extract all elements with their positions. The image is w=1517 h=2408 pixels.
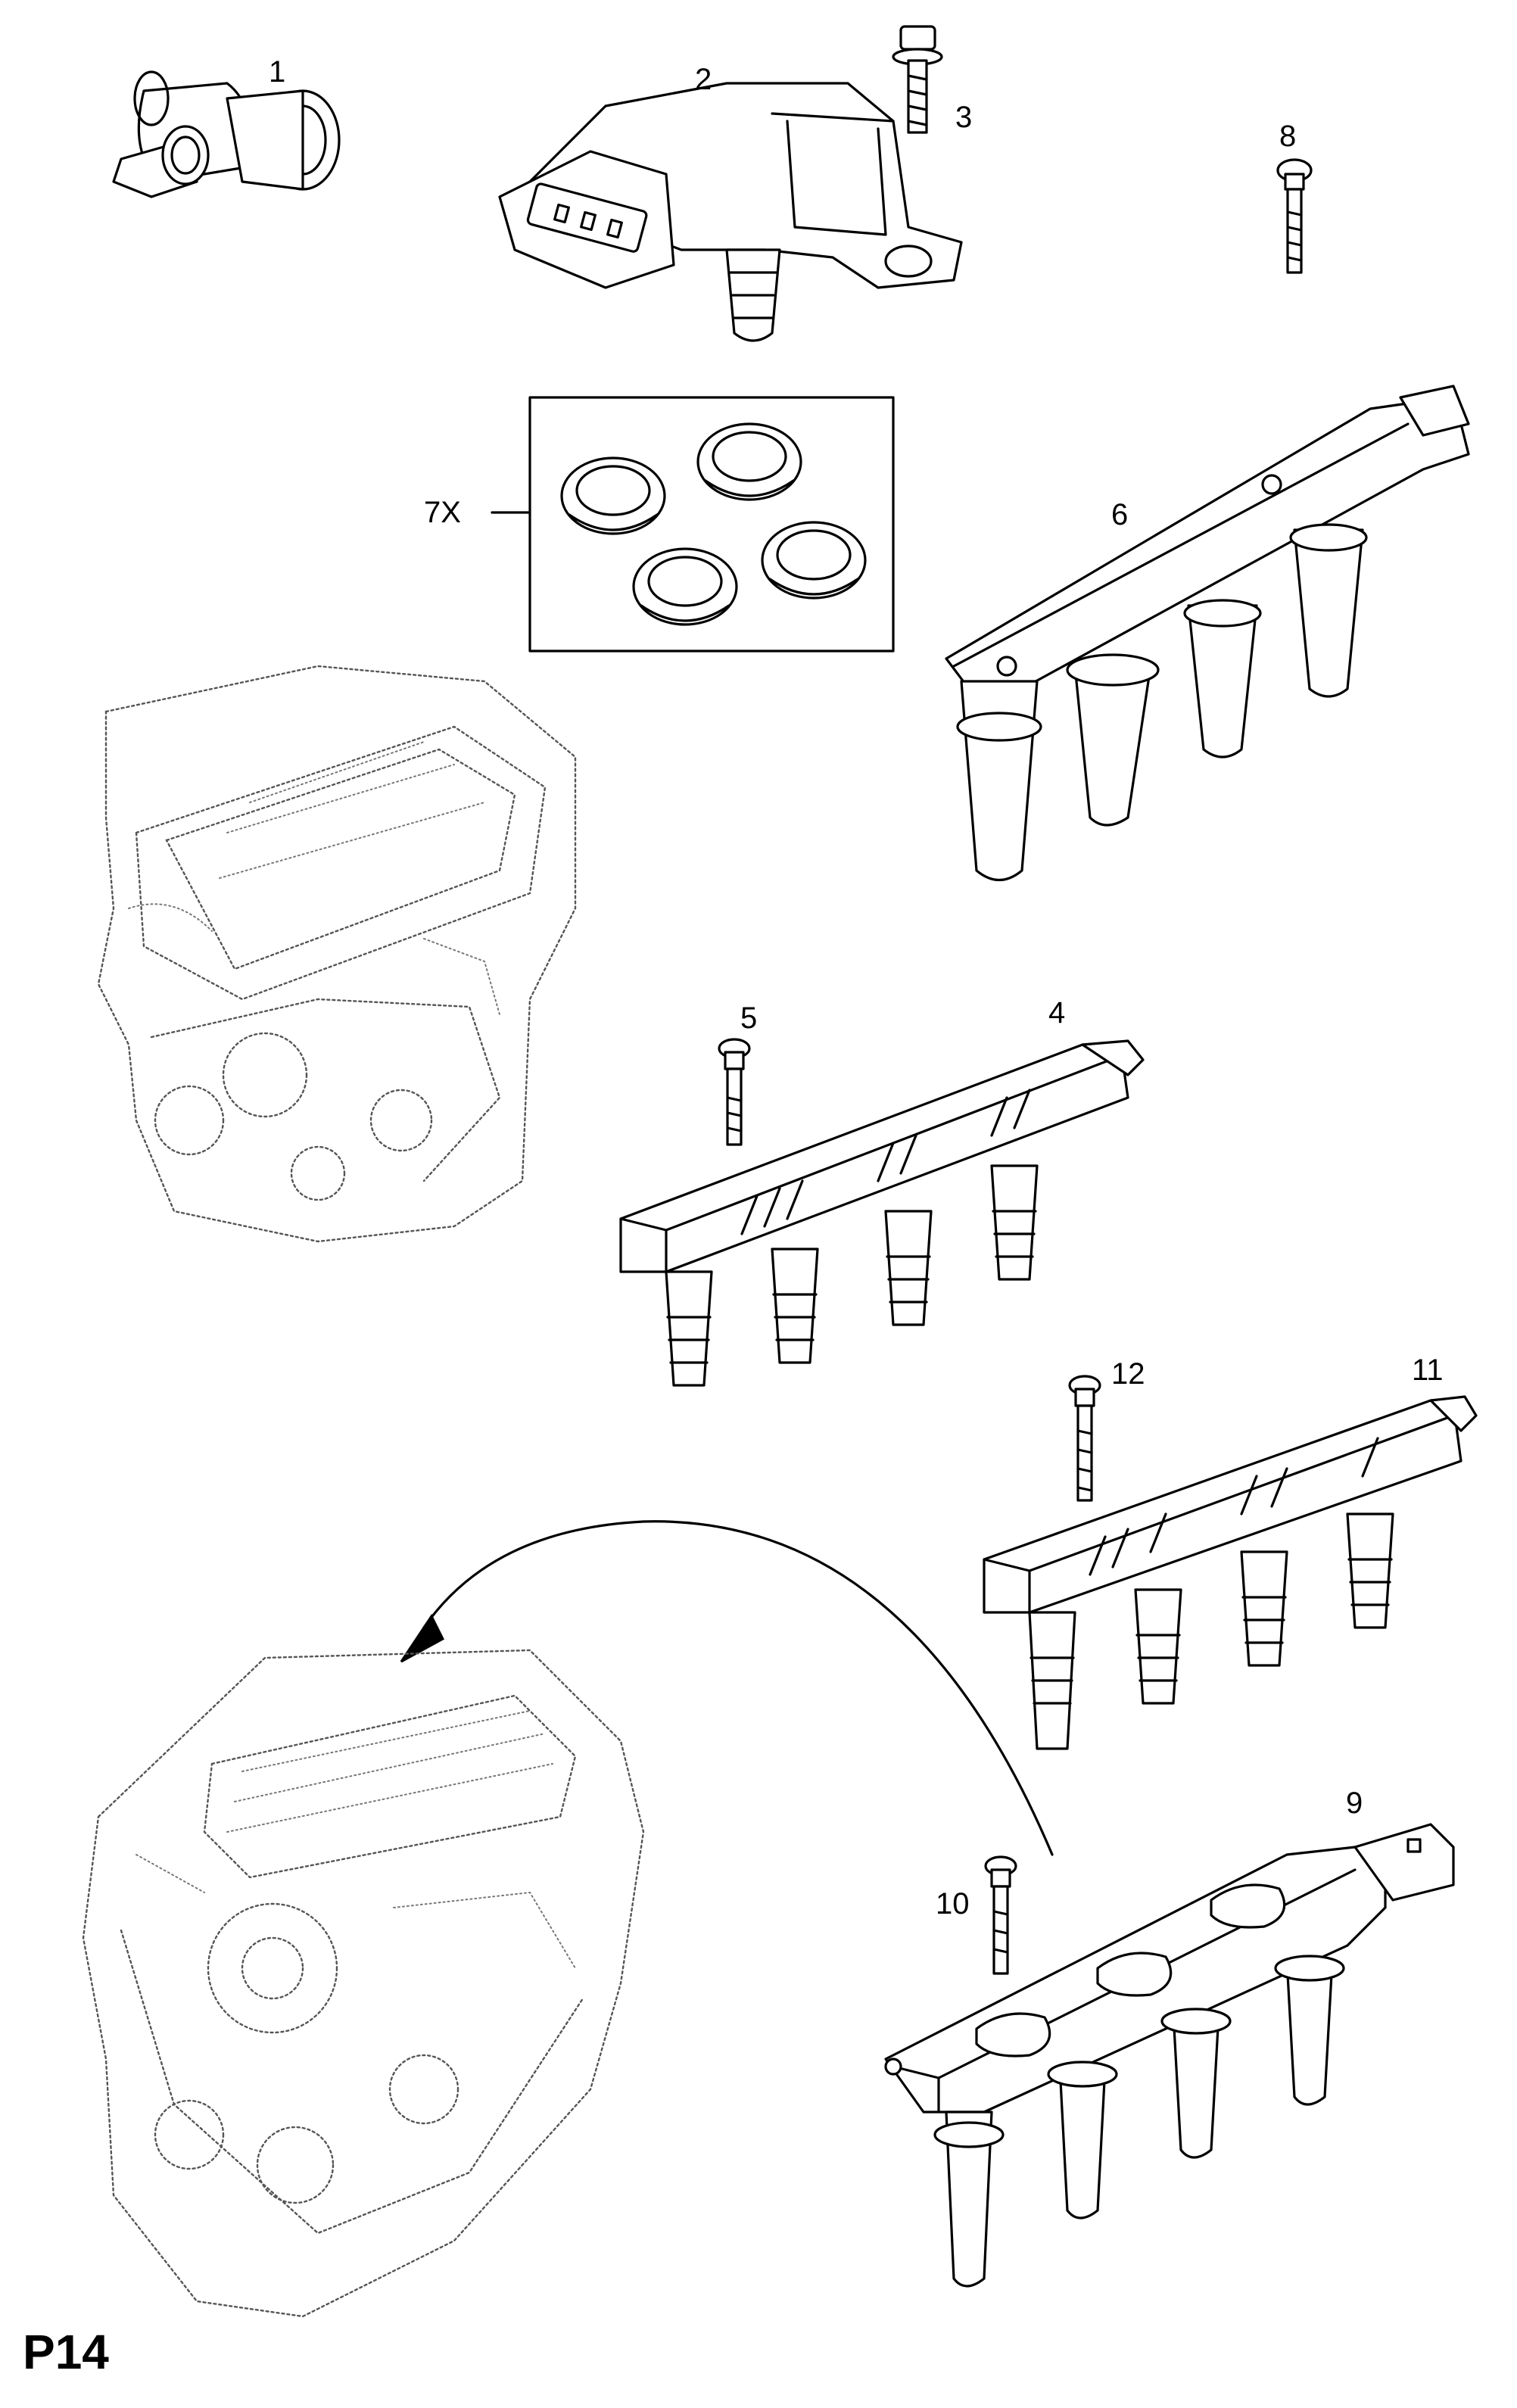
label-part-4: 4 xyxy=(1048,996,1066,1030)
label-part-9: 9 xyxy=(1346,1787,1363,1820)
part-4-coil-pack xyxy=(619,1039,1145,1387)
part-3-bolt xyxy=(892,25,943,134)
label-part-1: 1 xyxy=(269,55,286,89)
direction-arrow xyxy=(400,1520,1054,1856)
part-7x-seal-kit xyxy=(491,396,895,653)
label-part-8: 8 xyxy=(1279,120,1297,153)
part-11-coil-pack xyxy=(983,1395,1478,1750)
label-part-6: 6 xyxy=(1111,498,1129,531)
part-10-bolt xyxy=(984,1855,1017,1975)
label-part-2: 2 xyxy=(695,63,712,96)
engine-1 xyxy=(97,665,577,1243)
part-2-bracket xyxy=(498,82,963,342)
label-part-5: 5 xyxy=(740,1002,758,1035)
part-1-sensor xyxy=(112,70,341,198)
part-8-bolt xyxy=(1276,158,1313,274)
engine-2 xyxy=(82,1649,645,2318)
part-6-ignition-coil xyxy=(945,385,1470,881)
part-9-ignition-module xyxy=(884,1823,1455,2288)
label-part-11: 11 xyxy=(1412,1354,1444,1387)
page-code: P14 xyxy=(23,2325,109,2379)
part-5-bolt xyxy=(718,1038,751,1146)
label-part-7x: 7X xyxy=(424,496,461,529)
label-part-10: 10 xyxy=(936,1887,970,1920)
label-part-3: 3 xyxy=(955,101,973,134)
part-12-bolt xyxy=(1068,1375,1101,1502)
label-part-12: 12 xyxy=(1111,1357,1145,1391)
